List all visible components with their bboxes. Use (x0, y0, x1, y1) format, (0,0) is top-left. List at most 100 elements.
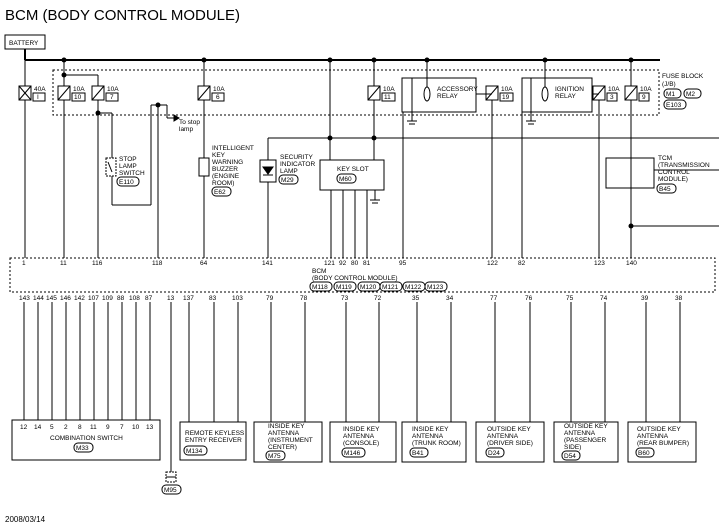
key-slot-conn-frame (336, 173, 357, 184)
accessory-relay-label-2: RELAY (437, 93, 458, 100)
bottom-pin: 13 (167, 295, 175, 302)
key-slot-ground-icon (370, 190, 380, 204)
bottom-pin: 143 (19, 295, 30, 302)
buzzer-label-1: INTELLIGENT (212, 145, 254, 152)
ant6-label-2: ANTENNA (637, 433, 669, 440)
battery-label: BATTERY (9, 40, 39, 47)
key-slot-conn: M60 (339, 176, 352, 183)
bottom-pin: 103 (232, 295, 243, 302)
combo-pin: 14 (34, 424, 42, 431)
security-lamp-icon (259, 159, 277, 183)
bcm-conn-2: M119 (336, 284, 352, 291)
fuse-6-num-box (211, 92, 225, 102)
fuse-3-amp: 10A (608, 86, 620, 93)
bcm-top-pins: 1 11 116 118 64 141 121 92 80 81 95 122 … (22, 260, 637, 267)
fuse-6-num: 6 (216, 94, 220, 101)
fuse-6-junction (201, 57, 207, 63)
fuse-conn-e103: E103 (666, 102, 682, 109)
fuse-6 (197, 60, 211, 258)
top-pin: 82 (518, 260, 526, 267)
combination-switch-label: COMBINATION SWITCH (50, 435, 123, 442)
combo-pin: 10 (132, 424, 140, 431)
ant5-label-1: OUTSIDE KEY (564, 423, 608, 430)
tcm-conn-frame (656, 183, 677, 194)
fuse-9-junction (628, 223, 634, 229)
bottom-pin: 145 (46, 295, 57, 302)
bottom-pin: 39 (641, 295, 649, 302)
security-label-1: SECURITY (280, 154, 314, 161)
top-pin: 64 (200, 260, 208, 267)
fuse-10-num: 10 (74, 94, 82, 101)
combination-switch-box (11, 419, 161, 461)
fuse-7-num: 7 (110, 94, 114, 101)
ant6-label-1: OUTSIDE KEY (637, 426, 681, 433)
ant1-conn: M75 (268, 453, 281, 460)
bcm-connectors (309, 281, 448, 292)
fuse-40a (18, 60, 32, 258)
remote-conn-frame (183, 445, 208, 456)
tcm-label-2: (TRANSMISSION (658, 162, 710, 169)
bottom-pin: 34 (446, 295, 454, 302)
buzzer-conn-frame (211, 186, 232, 197)
bottom-pin: 107 (88, 295, 99, 302)
bcm-conn-5: M122 (405, 284, 422, 291)
fuse-40a-num: I (37, 94, 39, 101)
fuse-3-num-box (606, 92, 618, 102)
ignition-relay-coil-icon (526, 60, 549, 125)
remote-receiver-box (179, 421, 247, 461)
top-pin: 116 (92, 260, 103, 267)
fuse-7-num-box (105, 92, 119, 102)
bcm-label-1: BCM (312, 268, 326, 275)
remote-label-1: REMOTE KEYLESS (185, 430, 245, 437)
ant4-label-3: (DRIVER SIDE) (487, 440, 533, 447)
bottom-pin: 77 (490, 295, 498, 302)
bottom-pin: 75 (566, 295, 574, 302)
bottom-pin: 73 (341, 295, 349, 302)
buzzer-conn: E62 (214, 189, 226, 196)
bottom-pin: 78 (300, 295, 308, 302)
tcm-conn: B45 (659, 186, 671, 193)
fuse-10-num-box (71, 92, 86, 102)
ant4-label-2: ANTENNA (487, 433, 519, 440)
security-key-slot-wiring (267, 60, 719, 258)
remote-label-2: ENTRY RECEIVER (185, 437, 242, 444)
top-pin: 92 (339, 260, 347, 267)
to-stop-lamp-arrow-icon (166, 105, 180, 122)
accessory-relay-label-1: ACCESSORY (437, 86, 478, 93)
buzzer-label-5: (ENGINE (212, 173, 240, 180)
fuse-7-junctions (95, 102, 161, 116)
top-pin: 80 (351, 260, 359, 267)
top-pin: 140 (626, 260, 637, 267)
ant1-label-1: INSIDE KEY (268, 423, 305, 430)
ant1-conn-frame (265, 450, 286, 461)
ant5-conn: D54 (564, 453, 576, 460)
stop-lamp-switch-label: STOP (119, 156, 137, 163)
key-slot-label: KEY SLOT (337, 166, 369, 173)
ant2-label-3: (CONSOLE) (343, 440, 379, 447)
combo-pin: 11 (90, 424, 97, 431)
ant6-conn: B60 (638, 450, 650, 457)
bottom-pin: 38 (675, 295, 683, 302)
antenna-rear-bumper-box (627, 421, 697, 463)
fuse-9-num: 9 (642, 94, 646, 101)
bottom-pin: 108 (129, 295, 140, 302)
stop-lamp-switch-conn: E110 (119, 179, 134, 186)
top-pin: 123 (594, 260, 605, 267)
fuse-10-amp: 10A (73, 86, 85, 93)
stop-lamp-switch-conn-frame (116, 176, 140, 187)
security-label-2: INDICATOR (280, 161, 315, 168)
combo-pin: 2 (64, 424, 68, 431)
top-pin: 141 (262, 260, 273, 267)
buzzer-label-6: ROOM) (212, 180, 234, 187)
tcm-label-3: CONTROL (658, 169, 690, 176)
combo-pin: 8 (78, 424, 82, 431)
bcm-conn-4: M121 (382, 284, 399, 291)
tcm-box (605, 157, 655, 189)
bottom-pin: 76 (525, 295, 533, 302)
accessory-relay-box (401, 77, 477, 113)
combo-pins: 12 14 5 2 8 11 9 7 10 13 (20, 424, 154, 431)
bcm-bottom-pins: 143 144 145 146 142 107 109 88 108 87 13… (19, 295, 683, 302)
combo-pin: 7 (120, 424, 124, 431)
fuse-block-label-2: (J/B) (662, 81, 676, 88)
